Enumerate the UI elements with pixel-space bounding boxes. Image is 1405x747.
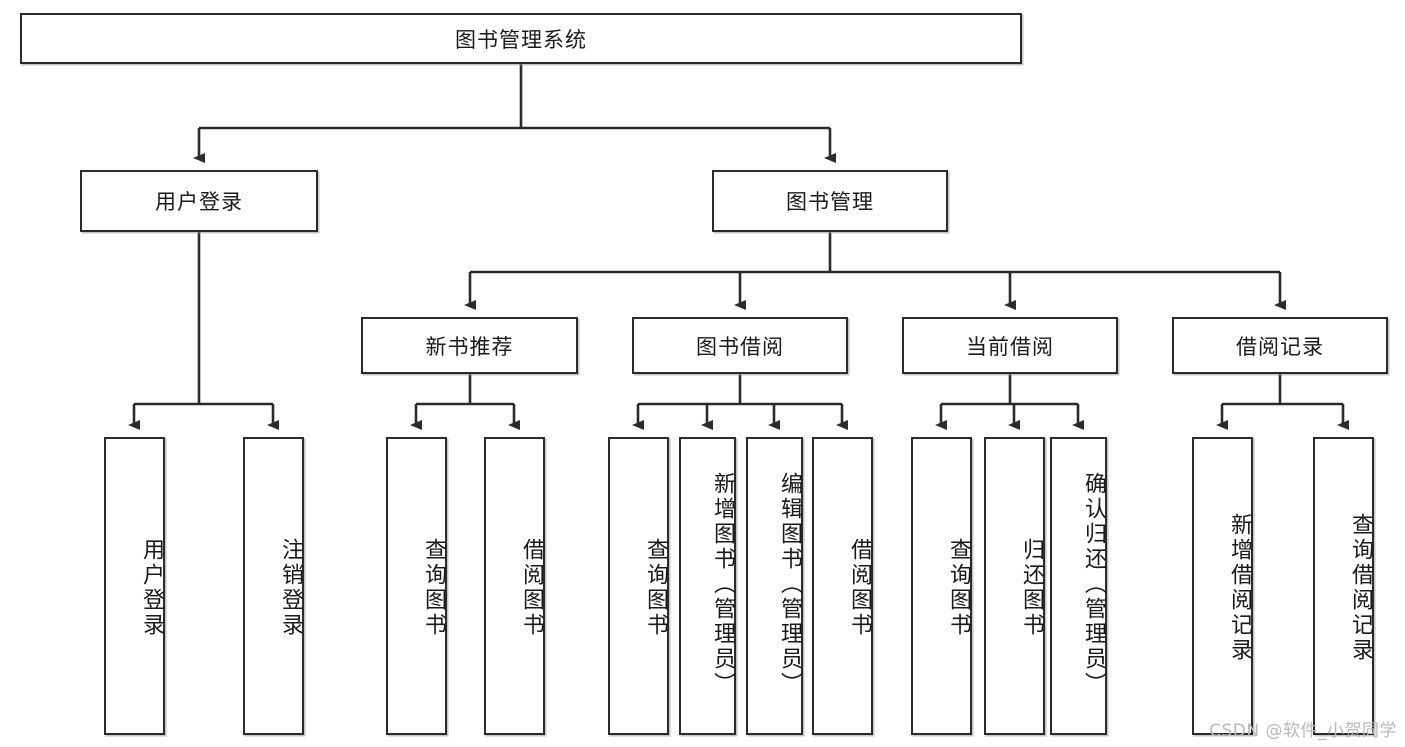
node-current-borrow-label: 当前借阅 <box>966 334 1054 359</box>
leaf-query-book-1[interactable]: 查询图书 <box>386 437 447 735</box>
leaf-add-book-admin[interactable]: 新增图书（管理员） <box>679 437 736 735</box>
leaf-add-borrow-record-label: 新增借阅记录 <box>1227 513 1252 663</box>
leaf-query-book-3-label: 查询图书 <box>946 538 971 638</box>
leaf-add-book-admin-label: 新增图书（管理员） <box>710 471 735 697</box>
leaf-query-borrow-record[interactable]: 查询借阅记录 <box>1313 437 1374 735</box>
leaf-borrow-book-1[interactable]: 借阅图书 <box>484 437 545 735</box>
node-borrow-record-label: 借阅记录 <box>1236 334 1324 359</box>
leaf-user-login[interactable]: 用户登录 <box>104 437 165 735</box>
leaf-borrow-book-2[interactable]: 借阅图书 <box>812 437 873 735</box>
leaf-user-login-label: 用户登录 <box>139 538 164 638</box>
watermark: CSDN @软件_小贺同学 <box>1209 721 1397 741</box>
leaf-logout[interactable]: 注销登录 <box>243 437 304 735</box>
node-borrow-record[interactable]: 借阅记录 <box>1172 317 1388 374</box>
node-book-manage-label: 图书管理 <box>786 190 874 214</box>
leaf-query-book-3[interactable]: 查询图书 <box>911 437 972 735</box>
node-root[interactable]: 图书管理系统 <box>20 13 1022 64</box>
node-book-manage[interactable]: 图书管理 <box>712 170 948 232</box>
leaf-query-book-2-label: 查询图书 <box>643 538 668 638</box>
leaf-borrow-book-1-label: 借阅图书 <box>519 538 544 638</box>
leaf-edit-book-admin[interactable]: 编辑图书（管理员） <box>746 437 803 735</box>
leaf-edit-book-admin-label: 编辑图书（管理员） <box>777 471 802 697</box>
leaf-query-book-1-label: 查询图书 <box>421 538 446 638</box>
node-new-book-recommend-label: 新书推荐 <box>425 334 514 359</box>
leaf-confirm-return-admin-label: 确认归还（管理员） <box>1081 471 1106 697</box>
node-book-borrow-label: 图书借阅 <box>696 334 784 359</box>
leaf-return-book[interactable]: 归还图书 <box>984 437 1045 735</box>
leaf-logout-label: 注销登录 <box>278 538 303 638</box>
leaf-return-book-label: 归还图书 <box>1019 538 1044 638</box>
leaf-query-borrow-record-label: 查询借阅记录 <box>1348 513 1373 663</box>
node-book-borrow[interactable]: 图书借阅 <box>632 317 848 374</box>
node-new-book-recommend[interactable]: 新书推荐 <box>361 317 578 374</box>
node-user-login[interactable]: 用户登录 <box>80 170 318 232</box>
leaf-confirm-return-admin[interactable]: 确认归还（管理员） <box>1050 437 1107 735</box>
node-current-borrow[interactable]: 当前借阅 <box>902 317 1118 374</box>
node-user-login-label: 用户登录 <box>155 190 243 214</box>
leaf-add-borrow-record[interactable]: 新增借阅记录 <box>1192 437 1253 735</box>
leaf-borrow-book-2-label: 借阅图书 <box>847 538 872 638</box>
node-root-label: 图书管理系统 <box>455 27 587 52</box>
leaf-query-book-2[interactable]: 查询图书 <box>608 437 669 735</box>
